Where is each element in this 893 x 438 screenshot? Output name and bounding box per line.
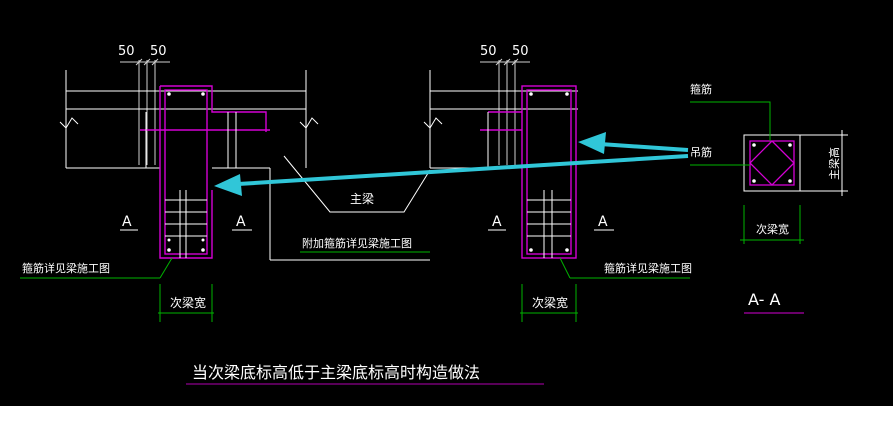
secondary-width-left: 次梁宽 [170, 295, 206, 310]
break-line-icon [423, 117, 443, 129]
hanger-bar-left [283, 155, 431, 213]
right-detail: 50 50 [423, 44, 692, 322]
dim-label-50-d: 50 [512, 44, 529, 59]
section-title: A- A [748, 290, 780, 309]
dim-label-50-a: 50 [118, 44, 135, 59]
leader-lines-right [520, 257, 690, 322]
dimension-50-left [120, 58, 170, 165]
section-mark-a3: A [492, 214, 502, 230]
drawing-title: 当次梁底标高低于主梁底标高时构造做法 [192, 363, 480, 382]
annotation-arrows [214, 132, 689, 196]
dim-label-50-c: 50 [480, 44, 497, 59]
section-leaders [690, 101, 804, 244]
section-hanger-label: 吊筋 [690, 145, 712, 159]
rebar-dots-left [167, 92, 205, 252]
break-line-icon [299, 117, 319, 129]
section-rebar [752, 143, 792, 183]
beam-outline-right [480, 85, 577, 259]
section-a-a: 箍筋 吊筋 主梁高 次梁宽 A- A [690, 82, 848, 314]
leader-lines-left [20, 251, 430, 322]
main-beam-label: 主梁 [350, 191, 374, 206]
section-mark-a4: A [598, 214, 608, 230]
dim-label-50-b: 50 [150, 44, 167, 59]
secondary-width-right: 次梁宽 [532, 295, 568, 310]
section-main-height-label: 主梁高 [827, 147, 841, 180]
section-stirrup [749, 140, 795, 186]
stirrup-note-left: 箍筋详见梁施工图 [22, 261, 110, 275]
drawing-canvas [0, 0, 893, 406]
stirrup-note-right: 箍筋详见梁施工图 [604, 261, 692, 275]
rebar-dots-right [529, 92, 569, 252]
stirrups-right [487, 112, 571, 258]
additional-stirrup-note: 附加箍筋详见梁施工图 [302, 236, 412, 250]
section-mark-a1: A [122, 214, 132, 230]
section-frame [743, 130, 848, 196]
section-stirrup-label: 箍筋 [690, 82, 712, 96]
arrow-icon [578, 132, 689, 154]
section-mark-a2: A [236, 214, 246, 230]
section-secondary-width-label: 次梁宽 [756, 222, 789, 236]
arrow-icon [214, 154, 689, 196]
stirrups-left [145, 112, 237, 258]
break-line-icon [59, 117, 79, 129]
left-detail: 50 50 [20, 44, 431, 322]
